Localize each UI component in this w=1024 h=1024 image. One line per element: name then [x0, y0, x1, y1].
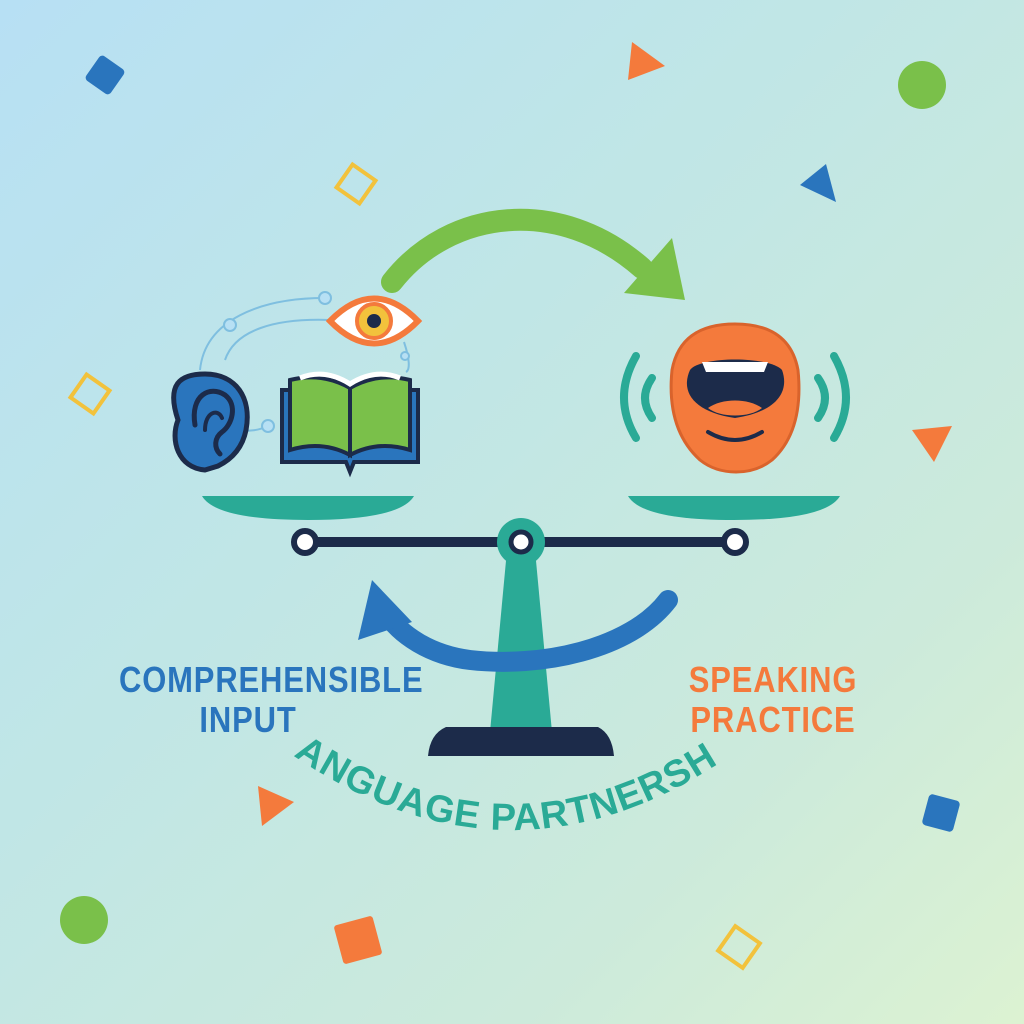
sound-waves-icon — [620, 352, 850, 442]
confetti-square-outline — [333, 161, 379, 207]
scale-pan-left — [202, 496, 414, 520]
confetti-square — [334, 916, 382, 964]
input-label-line: INPUT — [199, 699, 297, 740]
confetti-square — [85, 55, 125, 95]
ear-icon — [171, 371, 250, 473]
confetti-square-outline — [715, 923, 763, 971]
confetti-square — [922, 794, 960, 832]
open-book-icon — [280, 371, 420, 478]
confetti-square-outline — [67, 371, 113, 417]
confetti-circle — [60, 896, 108, 944]
scale-stand — [490, 550, 552, 732]
return-arrow — [358, 580, 678, 672]
speaking-label-line: SPEAKING — [688, 659, 858, 700]
confetti-triangle — [912, 426, 952, 462]
scale-pan-right — [628, 496, 840, 520]
confetti-triangle — [628, 42, 665, 80]
confetti — [60, 42, 960, 971]
speaking-label: SPEAKING PRACTICE — [674, 660, 872, 740]
confetti-triangle — [258, 786, 294, 826]
forward-arrow — [381, 208, 685, 300]
speaking-label-line: PRACTICE — [690, 699, 856, 740]
input-label-line: COMPREHENSIBLE — [119, 659, 424, 700]
eye-icon — [325, 295, 423, 347]
scale-base — [428, 727, 614, 756]
confetti-circle — [898, 61, 946, 109]
balance-scale — [202, 496, 840, 756]
confetti-triangle — [800, 164, 836, 202]
open-mouth-icon — [669, 322, 801, 474]
input-label: COMPREHENSIBLE INPUT — [119, 659, 424, 740]
